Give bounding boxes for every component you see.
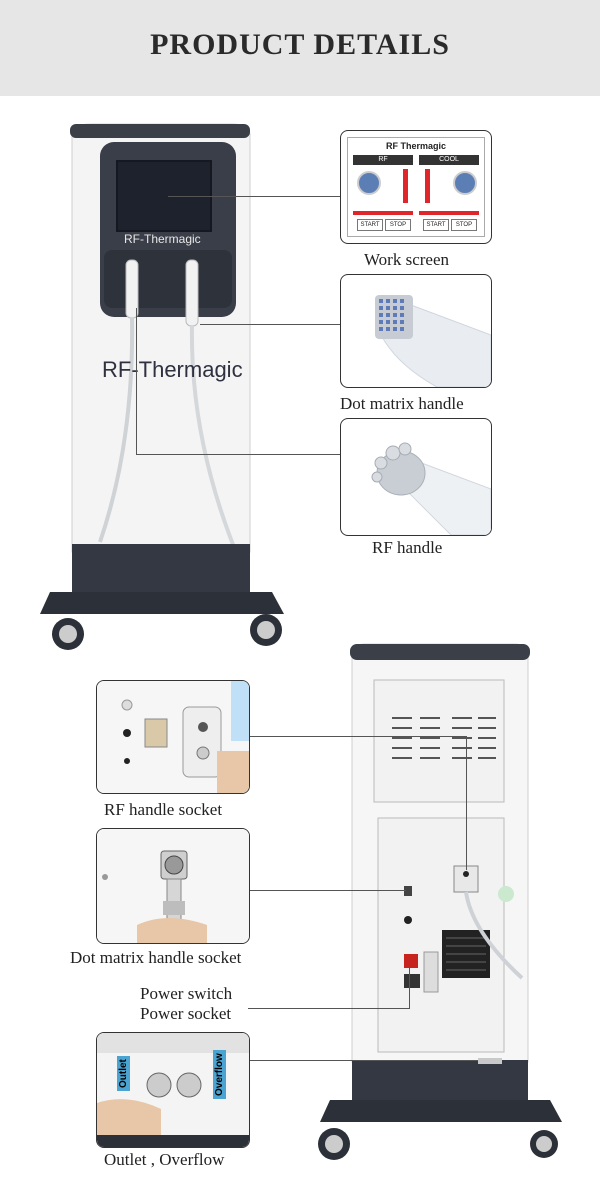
page-title: PRODUCT DETAILS — [150, 28, 450, 61]
caption-work-screen: Work screen — [364, 250, 450, 269]
outlet-overflow-card: Outlet Overflow — [96, 1032, 250, 1148]
work-screen-rf-label: RF — [378, 156, 388, 163]
caption-rf-handle: RF handle — [372, 538, 443, 557]
leader-dot-matrix — [200, 324, 340, 325]
rf-handle-socket-image — [97, 681, 249, 793]
overflow-label: Overflow — [213, 1050, 226, 1099]
rf-start-button[interactable]: START — [357, 219, 383, 231]
rf-level-bar — [403, 169, 408, 203]
machine-screen-brand: RF-Thermagic — [124, 232, 201, 246]
leader-power-v — [409, 964, 410, 1008]
leader-rf-socket-h — [248, 736, 466, 737]
rf-handle-card — [340, 418, 492, 536]
front-machine-image — [40, 123, 284, 650]
dot-matrix-handle-card — [340, 274, 492, 388]
cool-stop-button[interactable]: STOP — [451, 219, 477, 231]
caption-power-switch: Power switch — [140, 984, 233, 1003]
leader-rf-socket-v — [466, 736, 467, 870]
caption-rf-handle-socket: RF handle socket — [104, 800, 223, 819]
cool-level-bar — [425, 169, 430, 203]
leader-outlet — [248, 1060, 478, 1061]
back-machine-image — [318, 643, 562, 1160]
caption-dot-matrix-handle: Dot matrix handle — [340, 394, 464, 413]
dot-matrix-socket-image — [97, 829, 249, 943]
caption-outlet-overflow: Outlet , Overflow — [104, 1150, 225, 1169]
work-screen-card: RF Thermagic RF COOL START STOP START ST… — [340, 130, 492, 244]
rf-stop-button[interactable]: STOP — [385, 219, 411, 231]
work-screen-cool-label: COOL — [439, 156, 459, 163]
header-banner: PRODUCT DETAILS — [0, 0, 600, 96]
leader-dot-socket — [248, 890, 406, 891]
caption-power-socket: Power socket — [140, 1004, 232, 1023]
machine-body-brand: RF-Thermagic — [102, 357, 243, 382]
leader-rf-handle-h — [136, 454, 340, 455]
cool-start-button[interactable]: START — [423, 219, 449, 231]
work-screen-title: RF Thermagic — [385, 141, 446, 151]
leader-power-h — [248, 1008, 410, 1009]
rf-handle-image — [371, 442, 491, 535]
leader-work-screen — [168, 196, 340, 197]
rf-dial-icon — [357, 171, 381, 195]
dot-matrix-handle-image — [375, 295, 491, 387]
leader-rf-handle-v — [136, 308, 137, 454]
caption-dot-matrix-socket: Dot matrix handle socket — [70, 948, 242, 967]
dot-matrix-socket-card — [96, 828, 250, 944]
cool-dial-icon — [453, 171, 477, 195]
outlet-label: Outlet — [117, 1056, 130, 1091]
rf-handle-socket-card — [96, 680, 250, 794]
